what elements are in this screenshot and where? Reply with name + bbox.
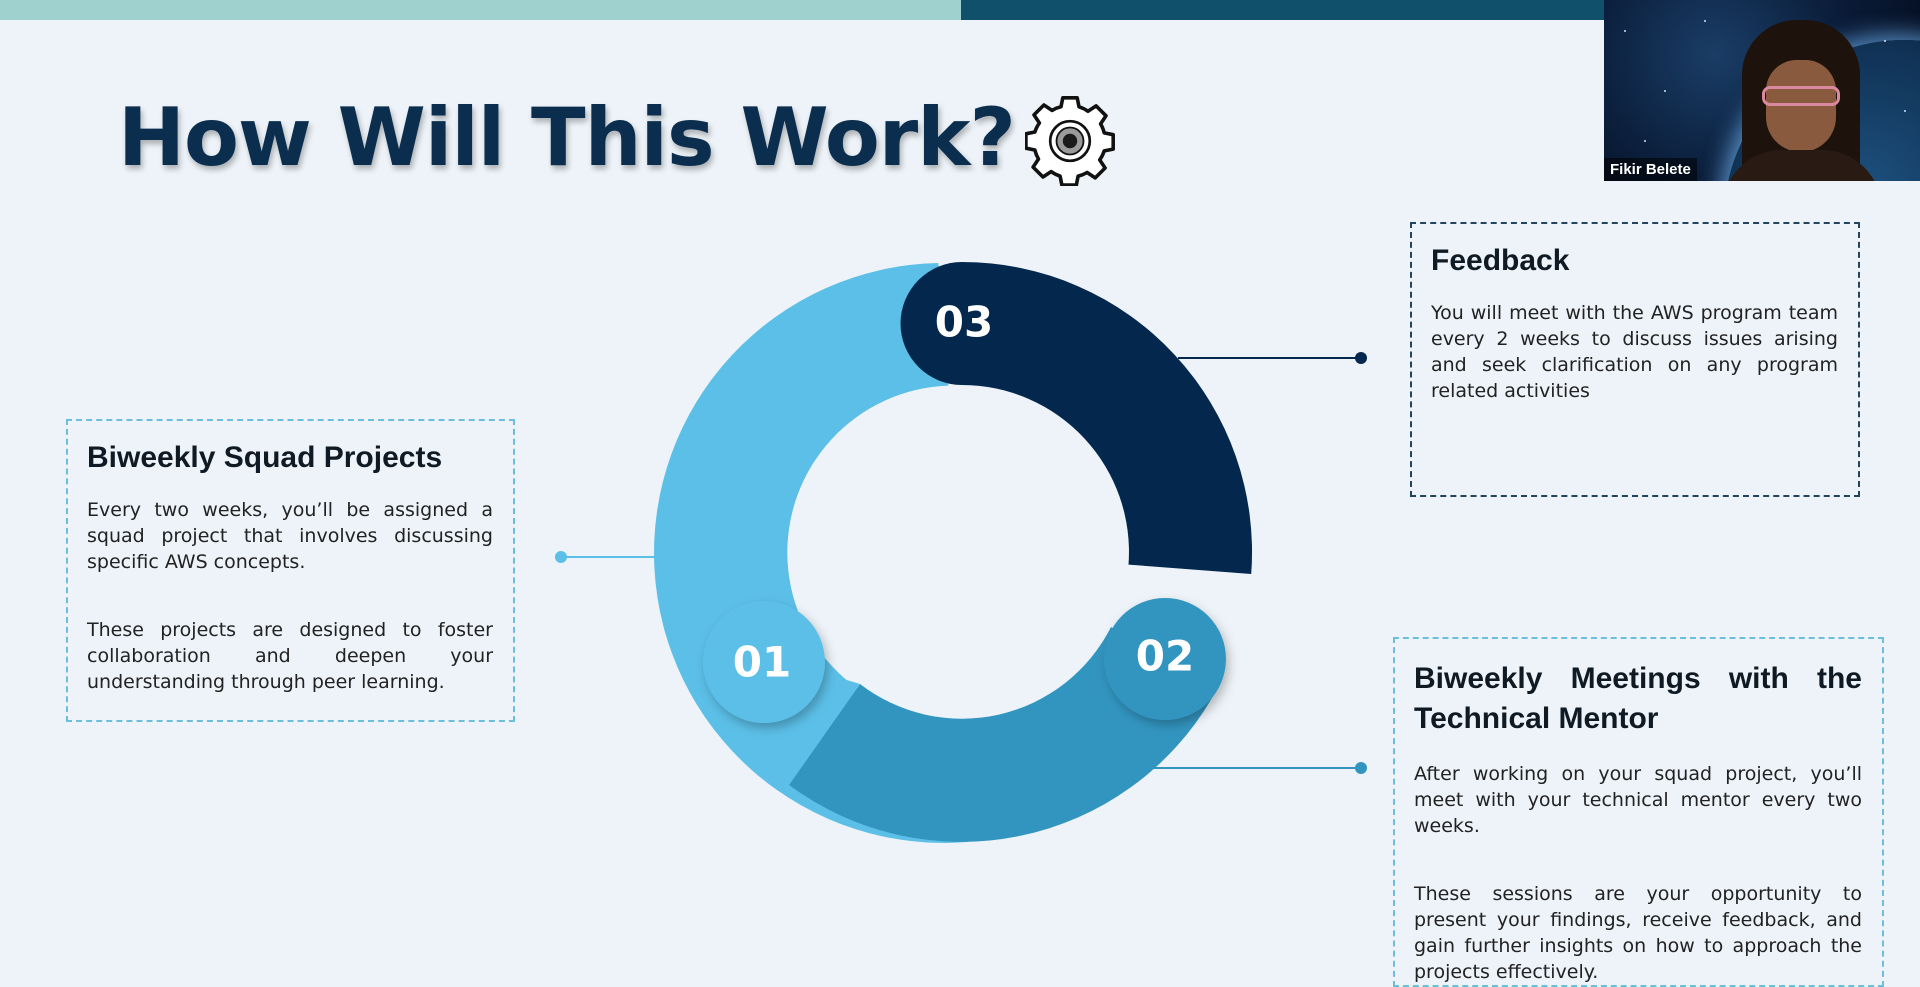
step-card-03: Feedback You will meet with the AWS prog… <box>1410 222 1860 497</box>
ring-segment-02 <box>789 627 1212 842</box>
connector-dot-step-03 <box>1355 352 1367 364</box>
step-number-01: 01 <box>733 638 791 687</box>
node-step-02 <box>1104 598 1226 720</box>
participant-name-label: Fikir Belete <box>1604 158 1697 181</box>
slide-title: How Will This Work? <box>118 90 1016 184</box>
step-card-heading-line: Biweekly Meetings with the <box>1414 662 1862 695</box>
step-card-paragraph: Every two weeks, you’ll be assigned a sq… <box>87 499 493 573</box>
step-card-paragraph: These projects are designed to foster co… <box>87 619 493 693</box>
step-card-paragraph: These sessions are your opportunity to p… <box>1414 883 1862 983</box>
participant-video-tile[interactable]: Fikir Belete <box>1604 0 1920 181</box>
step-card-paragraph: You will meet with the AWS program team … <box>1431 302 1838 402</box>
slide-header: How Will This Work? <box>118 88 1115 186</box>
node-step-01 <box>703 601 825 723</box>
gear-icon <box>1024 96 1115 186</box>
step-number-02: 02 <box>1136 632 1194 681</box>
step-card-heading-line: Technical Mentor <box>1414 702 1659 735</box>
ring-segment-03 <box>961 262 1253 574</box>
step-number-03: 03 <box>935 298 993 347</box>
step-card-heading: Biweekly Squad Projects <box>87 441 443 474</box>
step-card-heading: Feedback <box>1431 244 1570 277</box>
step-card-02: Biweekly Meetings with the Technical Men… <box>1393 637 1884 987</box>
step-card-paragraph: After working on your squad project, you… <box>1414 763 1862 837</box>
top-accent-bar-light <box>0 0 961 20</box>
step-card-01: Biweekly Squad Projects Every two weeks,… <box>66 419 515 722</box>
connector-dot-step-02 <box>1355 762 1367 774</box>
connector-dot-step-01 <box>555 551 567 563</box>
step-card-heading: Biweekly Meetings with the Technical Men… <box>1414 659 1862 739</box>
